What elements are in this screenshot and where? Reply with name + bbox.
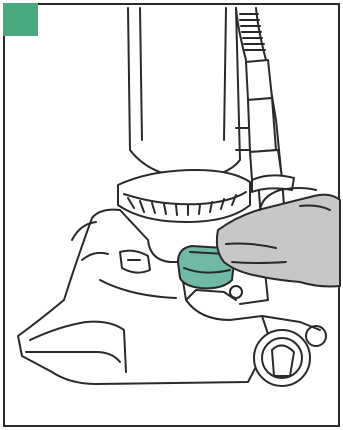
vacuum-body [118,8,250,222]
step-number-badge [3,3,38,36]
